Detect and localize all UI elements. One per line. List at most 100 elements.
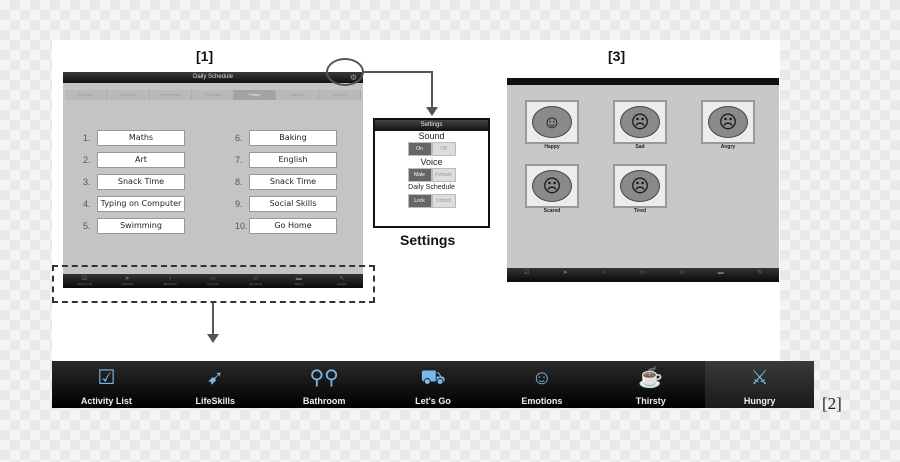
item-label[interactable]: Art [97,152,185,168]
mini-tab-hungry[interactable]: ✎Hungry [320,274,363,288]
tab-lets-go[interactable]: ⛟Let's Go [379,361,488,408]
schedule-item[interactable]: 10.Go Home [235,218,337,234]
schedule-item[interactable]: 9. Social Skills [235,196,337,212]
mini-tab-activity[interactable]: ☑ [507,268,546,282]
mini-tab-letsgo[interactable]: ▭Let's Go [192,274,235,288]
schedule-toggle[interactable]: Lock Unlock [375,194,488,208]
emotion-card-scared[interactable]: ☹ Scared [525,164,579,214]
mini-tab-emotions[interactable]: ☺Emotions [234,274,277,288]
item-label[interactable]: Maths [97,130,185,146]
cup-icon: ▬ [295,276,302,282]
smiley-icon: ☺ [252,276,259,282]
mini-tab-emotions[interactable]: ☺ [662,268,701,282]
smiley-icon: ☺ [531,367,553,389]
sound-toggle[interactable]: On Off [375,142,488,156]
emotion-card-angry[interactable]: ☹ Angry [701,100,755,150]
cup-icon: ▬ [717,270,724,276]
day-tabs: Monday Tuesday Wednesday Thursday Friday… [65,90,361,100]
schedule-item[interactable]: 1.Maths [83,130,185,146]
item-label[interactable]: Snack Time [97,174,185,190]
cup-icon: ☕ [638,367,664,389]
item-number: 10. [235,221,248,231]
tab-friday[interactable]: Friday [234,90,277,100]
schedule-item[interactable]: 3. Snack Time [83,174,185,190]
tab-label: LifeSkills [195,396,236,406]
emotion-card-tired[interactable]: ☹ Tired [613,164,667,214]
unlock-button[interactable]: Unlock [431,194,456,208]
tab-activity-list[interactable]: ☑ Activity List [52,361,161,408]
tab-bathroom[interactable]: ⚲⚲Bathroom [270,361,379,408]
schedule-item[interactable]: 7. English [235,152,337,168]
utensils-icon: ✎ [339,276,345,282]
item-number: 9. [235,199,243,209]
item-number: 4. [83,199,91,209]
mini-tab-activity[interactable]: ☑Activity List [63,274,106,288]
settings-caption: Settings [400,232,456,248]
lock-button[interactable]: Lock [407,194,432,208]
tab-sunday[interactable]: Sunday [318,90,361,100]
mini-tab-thirsty[interactable]: ▬ [701,268,740,282]
tab-thursday[interactable]: Thursday [191,90,235,100]
item-label[interactable]: Typing on Computer [97,196,185,212]
emotion-card-sad[interactable]: ☹ Sad [613,100,667,150]
item-label[interactable]: English [249,152,337,168]
arrow-line [431,71,433,109]
tab-label: Activity List [80,396,132,406]
daily-schedule-screen: Daily Schedule Monday Tuesday Wednesday … [63,72,363,288]
schedule-left-column: 1.Maths 2.Art 3. Snack Time 4. Typing on C… [83,130,185,234]
checklist-icon: ☑ [97,367,116,389]
item-label[interactable]: Social Skills [249,196,337,212]
schedule-item[interactable]: 5.Swimming [83,218,185,234]
checklist-icon: ☑ [81,276,88,282]
sound-on-button[interactable]: On [407,142,432,156]
tab-saturday[interactable]: Saturday [276,90,319,100]
tab-hungry[interactable]: ⚔Hungry [705,361,815,408]
schedule-item[interactable]: 4. Typing on Computer [83,196,185,212]
tab-tuesday[interactable]: Tuesday [107,90,150,100]
arrow-line [364,71,432,73]
arrow-head [207,334,219,343]
mini-tab-bar: ☑Activity List ➤LifeSkills ♀Bathroom ▭Le… [63,274,363,288]
item-number: 7. [235,155,243,165]
mini-tab-lifeskills[interactable]: ➤ [546,268,585,282]
lifeskills-icon: ➤ [562,270,568,276]
item-label[interactable]: Snack Time [249,174,337,190]
tab-wednesday[interactable]: Wednesday [149,90,192,100]
schedule-item[interactable]: 2.Art [83,152,185,168]
item-label[interactable]: Baking [249,130,337,146]
mini-tab-letsgo[interactable]: ▭ [624,268,663,282]
schedule-right-column: 6.Baking 7. English 8.Snack Time 9. Social… [235,130,337,234]
tab-monday[interactable]: Monday [65,90,108,100]
scared-face-icon: ☹ [532,170,572,202]
emotion-card-happy[interactable]: ☺ Happy [525,100,579,150]
item-label[interactable]: Go Home [249,218,337,234]
voice-female-button[interactable]: Female [431,168,456,182]
tired-face-icon: ☹ [620,170,660,202]
tab-emotions[interactable]: ☺Emotions [487,361,596,408]
utensils-icon: ⚔ [750,367,769,389]
main-tab-bar: ☑ Activity List ➹LifeSkills ⚲⚲Bathroom ⛟L… [52,361,815,408]
tab-lifeskills[interactable]: ➹LifeSkills [161,361,270,408]
schedule-item[interactable]: 8.Snack Time [235,174,337,190]
schedule-item[interactable]: 6.Baking [235,130,337,146]
mini-tab-lifeskills[interactable]: ➤LifeSkills [106,274,149,288]
label-1: [1] [196,48,214,64]
tab-thirsty[interactable]: ☕Thirsty [596,361,705,408]
mini-tab-bathroom[interactable]: ♀ [585,268,624,282]
item-label[interactable]: Swimming [97,218,185,234]
item-number: 3. [83,177,91,187]
mini-tab-bathroom[interactable]: ♀Bathroom [149,274,192,288]
mini-tab-hungry[interactable]: ✎ [740,268,779,282]
mini-tab-bar: ☑ ➤ ♀ ▭ ☺ ▬ ✎ [507,268,779,282]
emotions-screen: ☺ Happy ☹ Sad ☹ Angry ☹ Scared ☹ Tired ☑… [507,78,779,282]
bathroom-icon: ⚲⚲ [309,367,339,389]
emotion-label: Angry [720,144,736,150]
voice-male-button[interactable]: Male [407,168,432,182]
arrow-head [426,107,438,116]
mini-tab-thirsty[interactable]: ▬Thirsty [277,274,320,288]
sound-label: Sound [418,131,445,141]
arrow-line [212,303,214,335]
voice-toggle[interactable]: Male Female [375,168,488,182]
checklist-icon: ☑ [523,270,530,276]
sound-off-button[interactable]: Off [431,142,456,156]
